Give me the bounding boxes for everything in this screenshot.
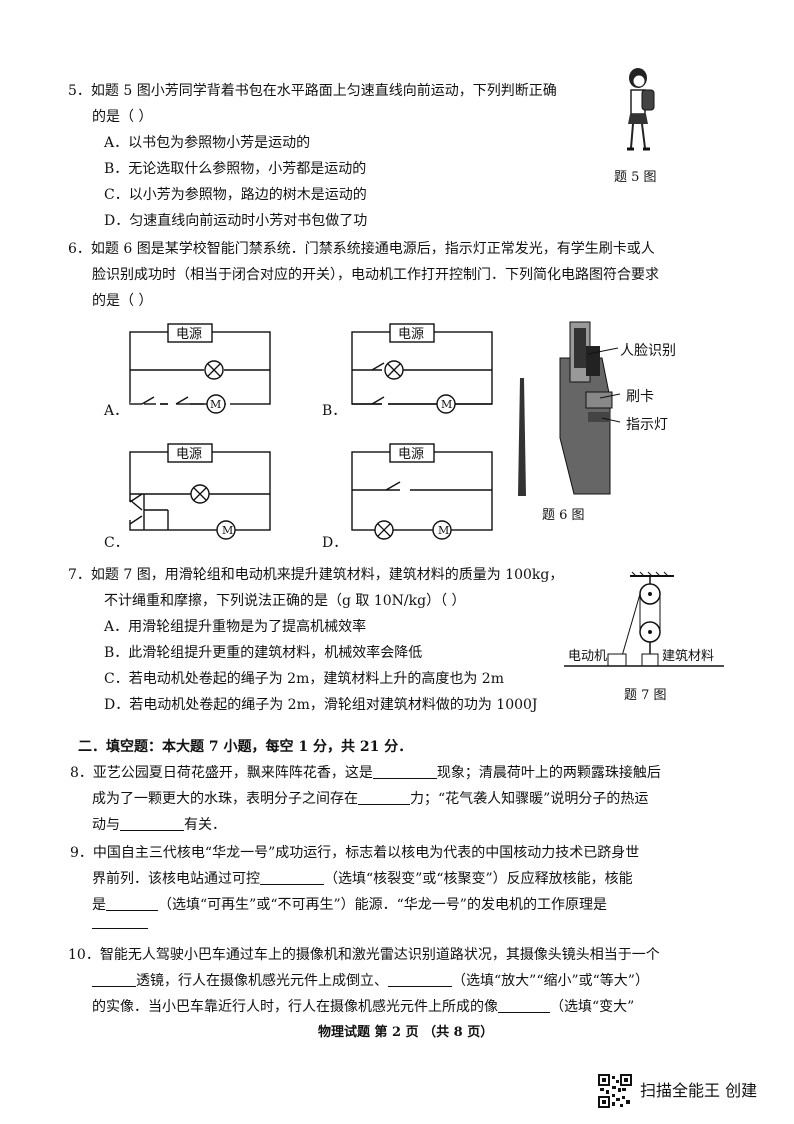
q6-circuit-a	[129, 323, 271, 414]
q6-b-power-label: 电源	[398, 327, 425, 342]
q6-c-power-label: 电源	[176, 447, 203, 462]
q9-line3-part1: 是	[92, 897, 106, 913]
q6-option-b-label: B．	[322, 403, 347, 419]
q9-blank-1[interactable]	[260, 870, 324, 885]
q9-blank-3[interactable]	[92, 914, 148, 929]
q6-circuit-b	[351, 323, 493, 414]
q8-line3-part1: 动与	[92, 817, 120, 833]
q7-stem-line1: 7．如题 7 图，用滑轮组和电动机来提升建筑材料，建筑材料的质量为 100kg，	[68, 567, 564, 583]
q6-d-motor-symbol: M	[438, 524, 450, 537]
q8-blank-2[interactable]	[358, 790, 410, 805]
q7-label-material: 建筑材料	[662, 649, 715, 664]
q8-line1-part2: 现象；清晨荷叶上的两颗露珠接触后	[436, 765, 661, 781]
q10-blank-3[interactable]	[498, 998, 550, 1013]
q6-b-motor-symbol: M	[441, 398, 453, 411]
q7-figure-caption: 题 7 图	[624, 688, 667, 703]
q6-photo-label-indicator: 指示灯	[626, 417, 668, 433]
q10-line3-part2: （选填“变大”	[550, 999, 635, 1015]
q6-c-motor-symbol: M	[222, 524, 234, 537]
q9-line2-part1: 界前列．该核电站通过可控	[92, 871, 260, 887]
q5-figure-girl	[627, 68, 655, 151]
q5-stem-line2: 的是（ ）	[92, 109, 153, 125]
q9-line2-part2: （选填“核裂变”或“核聚变”）反应释放核能，核能	[324, 871, 633, 887]
q7-figure-pulley	[564, 571, 724, 667]
q10-line2-part1: 透镜，行人在摄像机感光元件上成倒立、	[136, 973, 388, 989]
q8-line3: 动与 有关．	[92, 816, 226, 834]
q5-figure-caption: 题 5 图	[614, 170, 657, 185]
q7-option-b: B．此滑轮组提升更重的建筑材料，机械效率会降低	[104, 645, 423, 661]
qr-code-icon	[598, 1074, 632, 1108]
q6-photo-label-card: 刷卡	[626, 389, 654, 405]
q10-line3-part1: 的实像．当小巴车靠近行人时，行人在摄像机感光元件上所成的像	[92, 999, 498, 1015]
q7-option-c: C．若电动机处卷起的绳子为 2m，建筑材料上升的高度也为 2m	[104, 671, 504, 687]
q6-photo-label-face: 人脸识别	[620, 343, 676, 359]
q6-circuit-d	[351, 443, 493, 540]
q10-line1: 10．智能无人驾驶小巴车通过车上的摄像机和激光雷达识别道路状况，其摄像头镜头相当…	[68, 947, 660, 963]
q5-option-c: C．以小芳为参照物，路边的树木是运动的	[104, 187, 367, 203]
q6-option-d-label: D．	[322, 535, 348, 551]
section2-title: 二．填空题：本大题 7 小题，每空 1 分，共 21 分．	[78, 739, 413, 755]
q10-blank-1[interactable]	[92, 972, 136, 987]
q6-a-power-label: 电源	[176, 327, 203, 342]
q6-figure-gate	[518, 321, 621, 496]
q6-circuit-c	[128, 443, 271, 540]
q9-line3: 是 （选填“可再生”或“不可再生”）能源．“华龙一号”的发电机的工作原理是	[92, 896, 607, 914]
q8-blank-1[interactable]	[372, 764, 437, 779]
q6-option-a-label: A．	[104, 403, 129, 419]
q8-line1-part1: 8．亚艺公园夏日荷花盛开，飘来阵阵花香，这是	[70, 765, 373, 781]
q5-option-d: D．匀速直线向前运动时小芳对书包做了功	[104, 213, 368, 229]
q6-figure-caption: 题 6 图	[542, 508, 585, 523]
watermark-text: 扫描全能王 创建	[640, 1081, 758, 1100]
q7-option-a: A．用滑轮组提升重物是为了提高机械效率	[104, 619, 367, 635]
q8-line1: 8．亚艺公园夏日荷花盛开，飘来阵阵花香，这是 现象；清晨荷叶上的两颗露珠接触后	[70, 764, 661, 782]
q8-line2-part2: 力；“花气袭人知骤暖”说明分子的热运	[410, 791, 649, 807]
q5-option-b: B．无论选取什么参照物，小芳都是运动的	[104, 161, 367, 177]
q10-line2-part2: （选填“放大”“缩小”或“等大”）	[452, 973, 649, 989]
q10-line3: 的实像．当小巴车靠近行人时，行人在摄像机感光元件上所成的像 （选填“变大”	[92, 998, 634, 1016]
q6-stem-line1: 6．如题 6 图是某学校智能门禁系统．门禁系统接通电源后，指示灯正常发光，有学生…	[68, 241, 655, 257]
q8-blank-3[interactable]	[120, 816, 184, 831]
q7-stem-line2: 不计绳重和摩擦，下列说法正确的是（g 取 10N/kg）（ ）	[104, 593, 466, 609]
q6-stem-line3: 的是（ ）	[92, 293, 153, 309]
q6-a-motor-symbol: M	[210, 398, 222, 411]
q9-line2: 界前列．该核电站通过可控 （选填“核裂变”或“核聚变”）反应释放核能，核能	[92, 870, 633, 888]
q9-line1: 9．中国自主三代核电“华龙一号”成功运行，标志着以核电为代表的中国核动力技术已跻…	[70, 845, 640, 861]
q8-line2: 成为了一颗更大的水珠，表明分子之间存在 力；“花气袭人知骤暖”说明分子的热运	[92, 790, 648, 808]
q9-blank-2[interactable]	[106, 896, 158, 911]
q5-option-a: A．以书包为参照物小芳是运动的	[104, 135, 311, 151]
q6-option-c-label: C．	[104, 535, 129, 551]
q7-label-motor: 电动机	[568, 649, 608, 664]
q8-line3-part2: 有关．	[184, 817, 226, 833]
q8-line2-part1: 成为了一颗更大的水珠，表明分子之间存在	[92, 791, 358, 807]
q10-blank-2[interactable]	[388, 972, 452, 987]
q7-option-d: D．若电动机处卷起的绳子为 2m，滑轮组对建筑材料做的功为 1000J	[104, 697, 538, 713]
q10-line2: 透镜，行人在摄像机感光元件上成倒立、 （选填“放大”“缩小”或“等大”）	[92, 972, 649, 990]
q6-d-power-label: 电源	[398, 447, 425, 462]
q9-line3-part2: （选填“可再生”或“不可再生”）能源．“华龙一号”的发电机的工作原理是	[158, 897, 607, 913]
q5-stem-line1: 5．如题 5 图小芳同学背着书包在水平路面上匀速直线向前运动，下列判断正确	[68, 83, 557, 99]
q6-stem-line2: 脸识别成功时（相当于闭合对应的开关），电动机工作打开控制门．下列简化电路图符合要…	[92, 267, 659, 283]
page-footer: 物理试题 第 2 页 （共 8 页）	[318, 1025, 494, 1040]
